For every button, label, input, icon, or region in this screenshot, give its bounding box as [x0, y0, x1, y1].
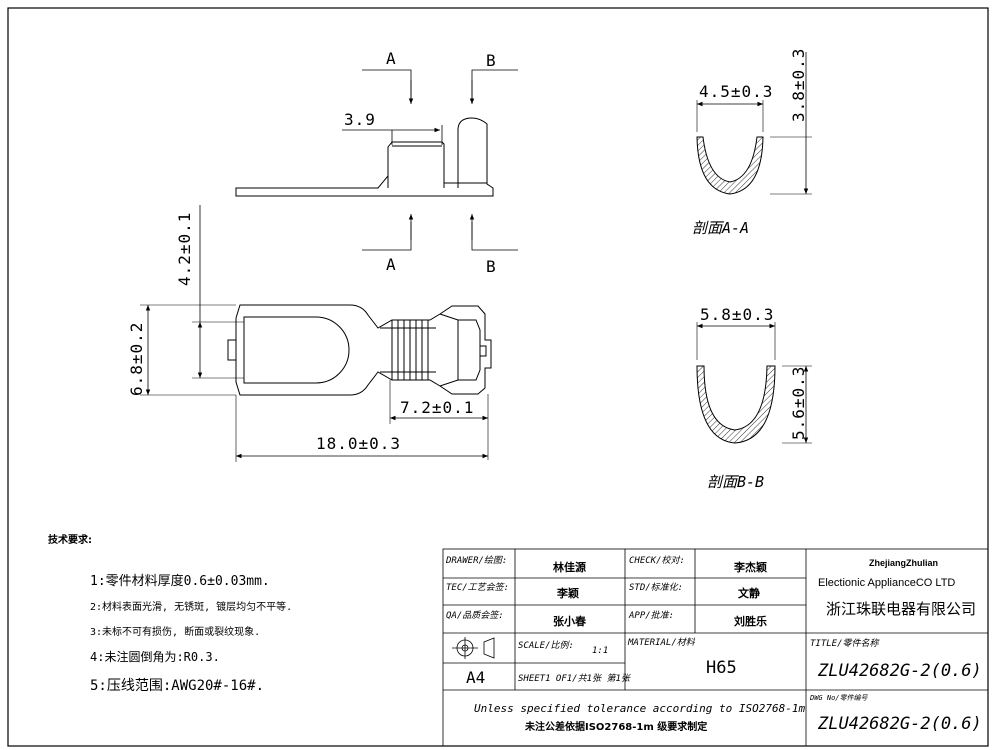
dim-bb-width-text: 5.8±0.3 — [700, 305, 774, 324]
tolerance-en: Unless specified tolerance according to … — [474, 702, 806, 715]
sheet-size: A4 — [466, 668, 485, 687]
note-item-4: 4:未注圆倒角为:R0.3. — [90, 649, 220, 664]
section-marker-a-top: A — [362, 49, 414, 104]
section-marker-b-top: B — [469, 51, 518, 104]
dim-total-length-text: 18.0±0.3 — [316, 434, 401, 453]
plan-view — [227, 304, 492, 396]
tec-value: 李颖 — [556, 586, 579, 600]
scale-value: 1:1 — [592, 646, 608, 656]
note-item-2: 2:材料表面光滑, 无锈斑, 镀层均匀不平等. — [90, 600, 292, 613]
section-a-label-bottom: A — [386, 255, 397, 274]
qa-value: 张小春 — [553, 614, 587, 628]
note-item-1: 1:零件材料厚度0.6±0.03mm. — [90, 573, 270, 589]
side-view — [235, 117, 494, 197]
drawer-label: DRAWER/绘图: — [445, 555, 507, 566]
dim-total-length: 18.0±0.3 — [235, 395, 488, 462]
dim-side-width-text: 3.9 — [344, 110, 376, 129]
section-aa-title: 剖面A-A — [692, 219, 749, 237]
dim-bb-height-text: 5.6±0.3 — [789, 366, 808, 440]
section-a-label-top: A — [386, 49, 397, 68]
dim-width: 6.8±0.2 — [127, 304, 236, 396]
tec-label: TEC/工艺会签: — [446, 582, 509, 593]
qa-label: QA/品质会签: — [446, 610, 504, 621]
note-item-5: 5:压线范围:AWG20#-16#. — [90, 677, 264, 694]
app-label: APP/批准: — [628, 610, 674, 621]
section-bb: 5.8±0.3 5.6±0.3 剖面B-B — [696, 305, 812, 491]
material-label: MATERIAL/材料 — [627, 637, 696, 648]
dim-aa-width-text: 4.5±0.3 — [699, 82, 773, 101]
std-label: STD/标准化: — [629, 582, 683, 593]
title-value: ZLU42682G-2(0.6) — [817, 661, 982, 681]
drawer-value: 林佳源 — [553, 560, 586, 574]
material-value: H65 — [706, 658, 737, 678]
section-b-label-bottom: B — [486, 257, 497, 276]
dim-side-width: 3.9 — [342, 110, 443, 145]
dim-height-text: 4.2±0.1 — [175, 212, 194, 286]
company-cn: 浙江珠联电器有限公司 — [826, 600, 976, 618]
title-block-text: DRAWER/绘图: 林佳源 CHECK/校对: 李杰颖 TEC/工艺会签: 李… — [445, 555, 982, 734]
note-item-3: 3:未标不可有损伤, 断面或裂纹现象. — [90, 625, 260, 638]
tolerance-cn: 未注公差依据ISO2768-1m 级要求制定 — [524, 720, 707, 733]
section-marker-a-bottom: A — [362, 214, 414, 274]
check-label: CHECK/校对: — [629, 555, 685, 566]
scale-label: SCALE/比例: — [518, 640, 574, 651]
projection-symbol-icon — [452, 637, 495, 659]
dim-width-text: 6.8±0.2 — [127, 322, 146, 396]
sheet-label: SHEET1 OF1/共1张 第1张 — [518, 673, 632, 684]
notes-title: 技术要求: — [48, 533, 92, 546]
title-block — [442, 548, 989, 747]
dim-height: 4.2±0.1 — [175, 205, 244, 379]
check-value: 李杰颖 — [733, 560, 767, 574]
dim-crimp-length: 7.2±0.1 — [389, 380, 489, 460]
section-bb-title: 剖面B-B — [707, 473, 764, 491]
technical-notes: 技术要求: 1:零件材料厚度0.6±0.03mm. 2:材料表面光滑, 无锈斑,… — [48, 533, 292, 694]
company-en-line2: Electionic ApplianceCO LTD — [818, 577, 955, 589]
dim-aa-height-text: 3.8±0.3 — [789, 48, 808, 122]
dwg-value: ZLU42682G-2(0.6) — [817, 714, 982, 734]
section-marker-b-bottom: B — [469, 214, 518, 276]
app-value: 刘胜乐 — [734, 614, 767, 628]
company-en-line1: ZhejiangZhulian — [869, 558, 938, 568]
std-value: 文静 — [738, 586, 760, 600]
section-aa: 4.5±0.3 3.8±0.3 剖面A-A — [692, 48, 812, 237]
section-b-label-top: B — [486, 51, 497, 70]
dim-crimp-length-text: 7.2±0.1 — [400, 398, 474, 417]
dwg-label: DWG No/零件编号 — [809, 694, 869, 702]
title-label: TITLE/零件名称 — [810, 638, 881, 649]
